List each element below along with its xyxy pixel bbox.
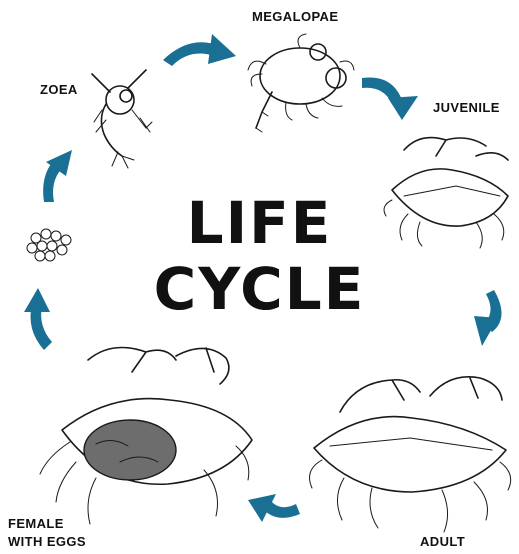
female-label-line2: WITH EGGS — [8, 534, 86, 550]
cycle-arrow-icon — [362, 77, 418, 120]
megalopae-label: MEGALOPAE — [252, 9, 338, 25]
female-crab-with-eggs-icon — [40, 348, 252, 525]
zoea-label: ZOEA — [40, 82, 78, 98]
adult-label: ADULT — [420, 534, 465, 550]
cycle-arrow-icon — [248, 494, 300, 522]
adult-crab-icon — [310, 377, 511, 532]
title-line-2: CYCLE — [0, 258, 519, 320]
female-label-line1: FEMALE — [8, 516, 64, 532]
cycle-arrow-icon — [163, 34, 236, 66]
megalopa-larva-icon — [248, 34, 354, 132]
zoea-larva-icon — [92, 70, 152, 168]
juvenile-label: JUVENILE — [433, 100, 500, 116]
title-line-1: LIFE — [0, 192, 519, 254]
